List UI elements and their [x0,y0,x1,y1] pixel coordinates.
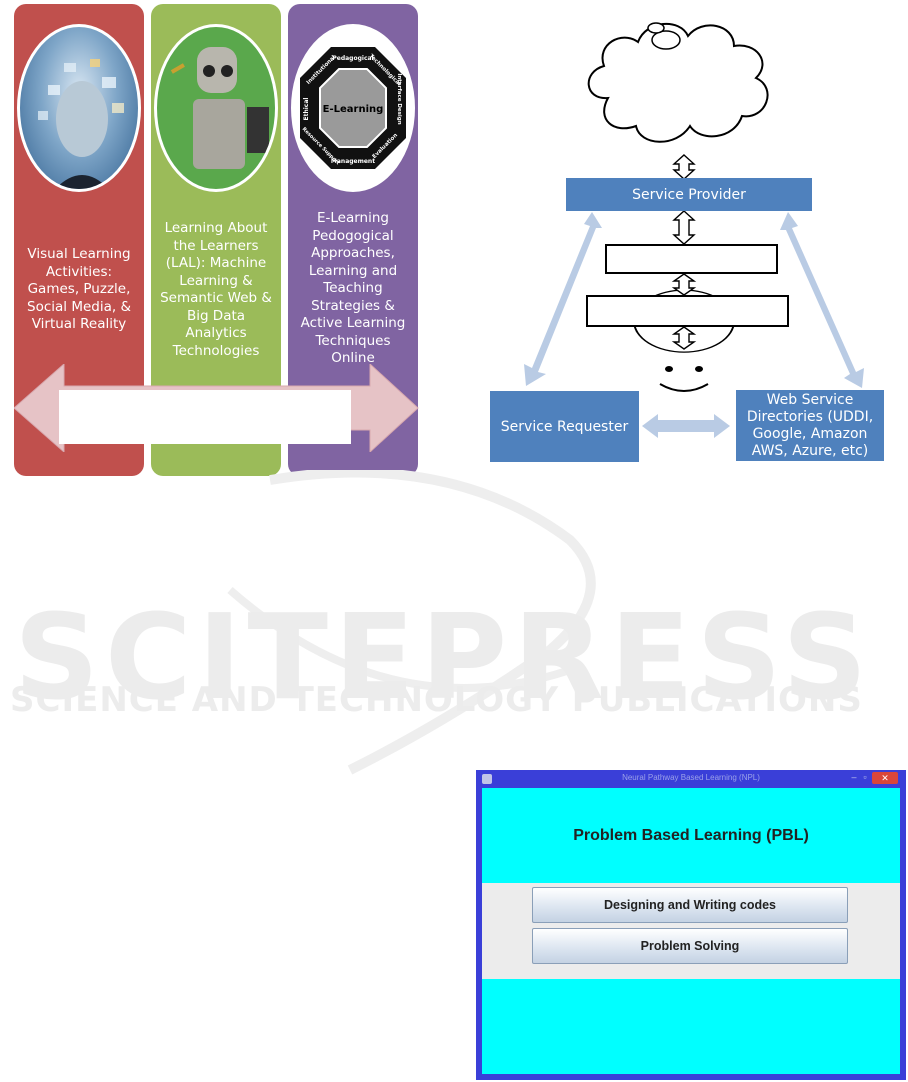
service-provider-label: Service Provider [632,186,746,203]
designing-writing-codes-button[interactable]: Designing and Writing codes [532,887,848,923]
elearning-text: E-Learning Pedogogical Approaches, Learn… [300,210,406,366]
double-arrow-icon [14,364,419,452]
heading-panel: Problem Based Learning (PBL) [482,788,900,883]
empty-box-upper [605,244,778,274]
light-blue-arrows [524,212,864,438]
elearning-octagon-image: E-Learning Pedagogical Management Interf… [291,24,415,192]
svg-text:Management: Management [331,158,375,165]
java-app-icon [482,774,492,784]
empty-box-lower [586,295,789,327]
bottom-panel [482,979,900,1074]
octagon-center-label: E-Learning [323,104,384,115]
robot-image [154,24,278,192]
visual-learning-text: Visual Learning Activities: Games, Puzzl… [27,246,131,332]
svg-text:Ethical: Ethical [303,98,310,121]
web-service-directories-box: Web Service Directories (UDDI, Google, A… [736,390,884,461]
watermark-publisher: SCITEPRESS [14,588,874,726]
web-service-directories-label: Web Service Directories (UDDI, Google, A… [746,391,874,459]
minimize-icon[interactable]: – [851,772,857,782]
maximize-icon[interactable]: ▫ [863,772,867,782]
diagram-connectors [524,22,864,438]
vr-face-image [17,24,141,192]
learners-text: Learning About the Learners (LAL): Machi… [160,220,272,359]
service-provider-box: Service Provider [566,178,812,211]
window-title: Neural Pathway Based Learning (NPL) [622,773,760,782]
window-titlebar[interactable]: Neural Pathway Based Learning (NPL) – ▫ … [476,770,906,788]
svg-text:Pedagogical: Pedagogical [332,55,373,62]
problem-solving-button[interactable]: Problem Solving [532,928,848,964]
page-title: Problem Based Learning (PBL) [573,827,809,844]
svg-text:Interface Design: Interface Design [396,73,402,124]
watermark-tagline: SCIENCE AND TECHNOLOGY PUBLICATIONS [10,680,863,720]
service-requester-label: Service Requester [500,418,629,435]
cloud-shape [587,22,769,143]
cloud-bubble-large [651,30,681,50]
watermark-swoosh [227,470,596,775]
button-panel: Designing and Writing codes Problem Solv… [482,883,900,979]
service-requester-box: Service Requester [490,391,639,462]
npl-window: Neural Pathway Based Learning (NPL) – ▫ … [476,770,906,1080]
close-icon[interactable]: ✕ [872,772,898,784]
vertical-arrows [671,154,697,350]
cloud-bubble-small [647,22,665,34]
